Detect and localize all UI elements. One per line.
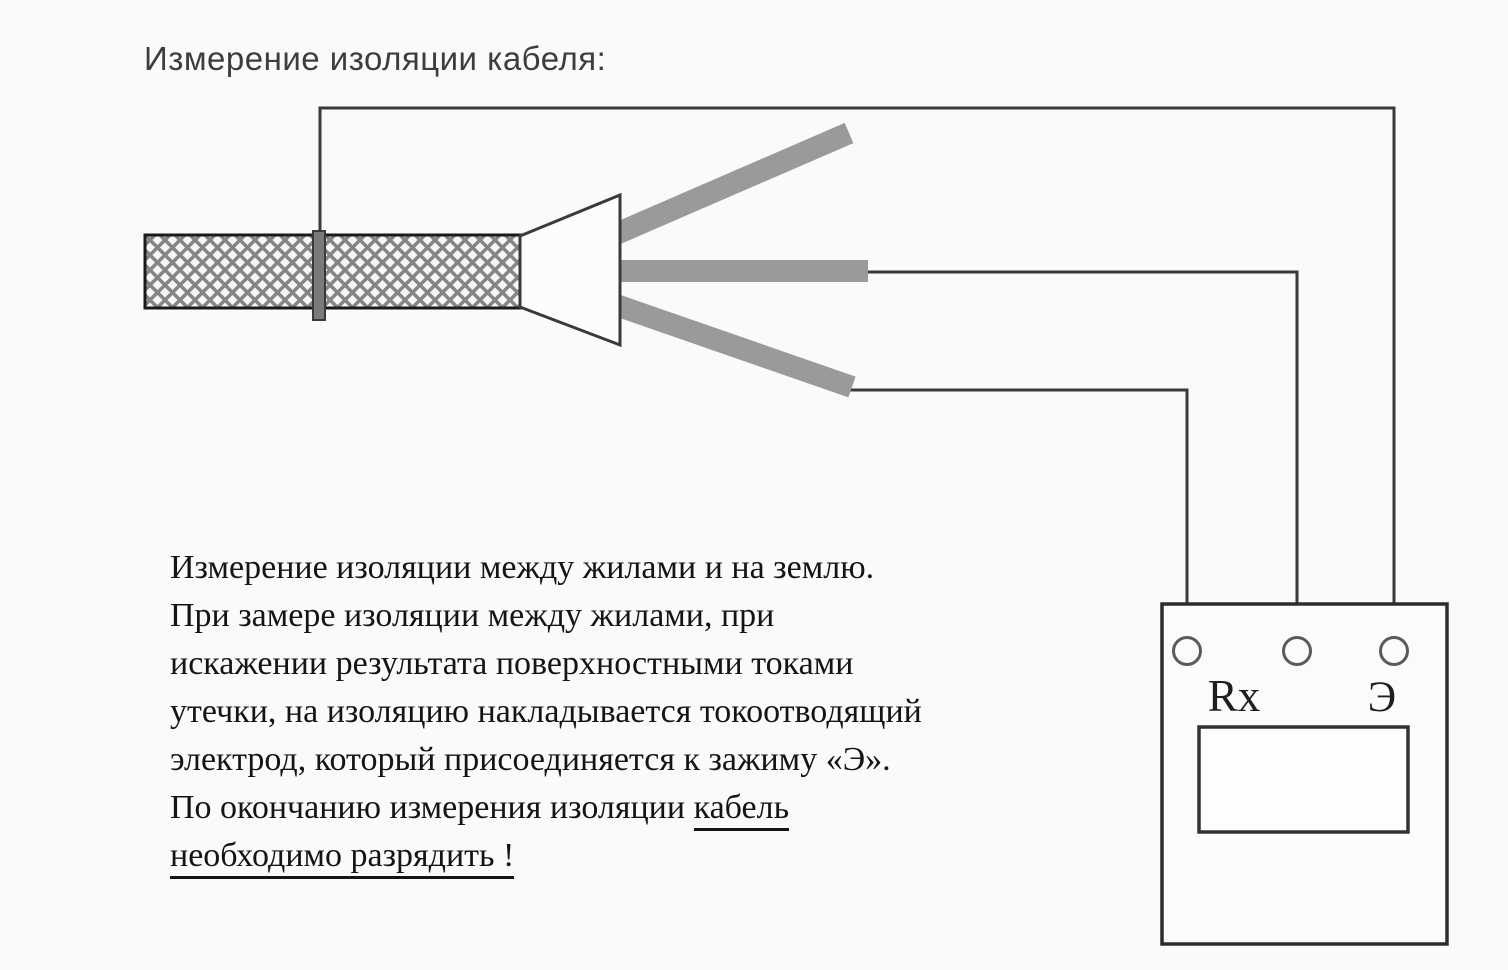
note-line: необходимо разрядить !	[170, 832, 1110, 880]
note-line: Измерение изоляции между жилами и на зем…	[170, 549, 875, 586]
bottom-core-to-terminal-rx-wire	[850, 388, 1189, 637]
measurement-note: Измерение изоляции между жилами и на зем…	[170, 544, 1110, 880]
terminal-e-circle	[1379, 636, 1409, 666]
shield-to-terminal-e-wire	[318, 106, 1396, 637]
terminal-rx-circle	[1172, 636, 1202, 666]
terminal-e-label: Э	[1368, 674, 1396, 721]
note-line: При замере изоляции между жилами, при	[170, 597, 775, 634]
page-title: Измерение изоляции кабеля:	[144, 40, 607, 77]
middle-core-to-terminal-wire	[868, 270, 1299, 637]
core-wire-top	[611, 122, 854, 245]
note-line7-underlined: необходимо разрядить !	[170, 837, 515, 879]
cable-sheath	[143, 233, 522, 310]
note-line6-prefix: По окончанию измерения изоляции	[170, 789, 694, 826]
note-line6-underlined: кабель	[693, 789, 790, 831]
terminal-rx-label: Rx	[1208, 671, 1261, 721]
note-line: По окончанию измерения изоляции кабель	[170, 784, 1110, 832]
shield-clamp-electrode	[312, 230, 326, 321]
note-line: искажении результата поверхностными тока…	[170, 645, 854, 682]
cable-breakout-cone	[518, 192, 622, 348]
note-line: электрод, который присоединяется к зажим…	[170, 741, 891, 778]
note-line: утечки, на изоляцию накладывается токоот…	[170, 693, 922, 730]
display-window	[1197, 725, 1410, 834]
terminal-middle-circle	[1282, 636, 1312, 666]
core-wire-bottom	[612, 294, 856, 398]
